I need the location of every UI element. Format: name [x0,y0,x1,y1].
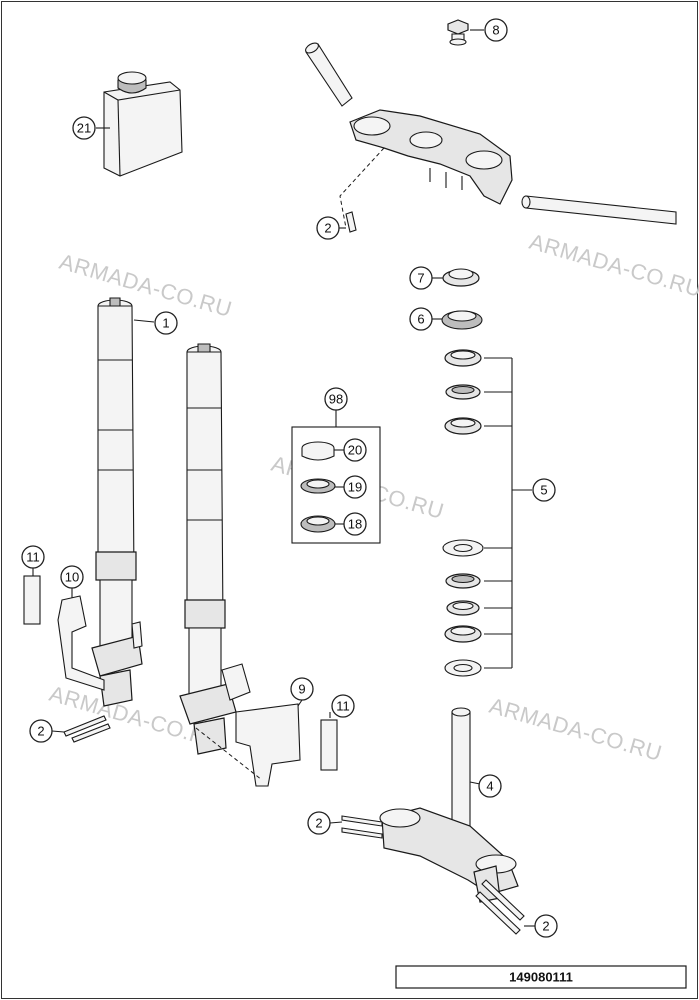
svg-text:1: 1 [162,316,169,331]
bearing-seal-7-part [442,268,480,287]
svg-text:11: 11 [336,699,350,714]
fork-leg-right-part [179,343,251,755]
svg-text:2: 2 [37,724,44,739]
svg-text:19: 19 [348,480,362,495]
svg-text:98: 98 [329,392,343,407]
svg-text:6: 6 [417,312,424,327]
svg-text:2: 2 [542,919,549,934]
svg-text:2: 2 [315,816,322,831]
pad-11-left-part [23,575,41,625]
watermark: ARMADA-CO.RU [487,693,665,766]
document-code-box: 149080111 [395,965,687,989]
callout-7: 7 [409,266,443,290]
callout-2: 2 [29,719,65,743]
callout-2: 2 [316,216,346,240]
callout-21: 21 [72,116,110,140]
callout-8: 8 [470,18,508,42]
upper-triple-clamp-part [305,42,677,225]
bracket-line [484,357,532,669]
svg-text:7: 7 [417,271,424,286]
callout-10: 10 [60,565,84,598]
callout-11: 11 [21,545,45,576]
top-bolt-part [447,19,469,46]
callout-18: 18 [335,512,367,536]
svg-text:20: 20 [348,443,362,458]
callout-4: 4 [469,774,502,798]
watermark: ARMADA-CO.RU [527,229,699,302]
callout-1: 1 [133,311,178,335]
steering-bearing-stack-part [442,349,484,677]
fork-guard-right-part [235,703,301,787]
callout-98: 98 [324,387,348,411]
axle-clamp-bolts-left-part [63,715,111,743]
leader-line [195,727,263,781]
dust-ring-20-part [301,441,335,461]
callout-2: 2 [307,811,343,835]
callout-19: 19 [335,475,367,499]
callout-9: 9 [290,677,314,707]
svg-text:4: 4 [486,779,493,794]
seal-18-part [300,515,336,533]
callout-11: 11 [329,694,355,718]
seal-19-part [300,478,336,494]
oil-can-part [103,71,183,177]
clamp-bolts-lower-left-part [341,815,383,839]
svg-text:8: 8 [492,23,499,38]
fork-guard-left-part [57,595,105,691]
svg-text:18: 18 [348,517,362,532]
fork-leg-left-part [91,297,143,707]
callout-6: 6 [409,307,442,331]
callout-20: 20 [334,438,367,462]
callout-5: 5 [532,478,556,502]
watermark: ARMADA-CO.RU [57,249,235,322]
callout-2: 2 [524,914,558,938]
bearing-seal-6-part [441,310,483,330]
svg-text:9: 9 [298,682,305,697]
svg-text:21: 21 [77,121,91,136]
document-code: 149080111 [509,970,573,985]
pad-11-right-part [320,719,338,771]
lower-triple-clamp-part [379,707,519,903]
leader-line [339,147,385,229]
svg-text:2: 2 [324,221,331,236]
svg-text:11: 11 [26,550,40,565]
clamp-bolt-part [345,211,357,233]
clamp-bolts-lower-right-part [475,879,525,935]
svg-text:5: 5 [540,483,547,498]
svg-text:10: 10 [65,570,79,585]
